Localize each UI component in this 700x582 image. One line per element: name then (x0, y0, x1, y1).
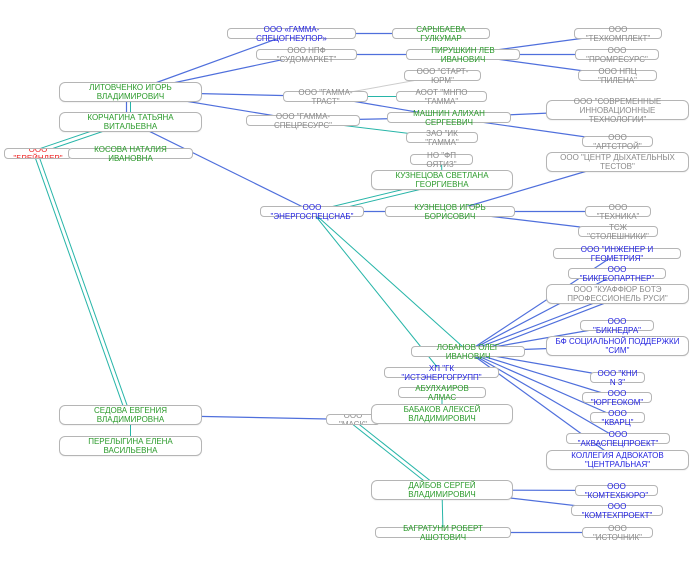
node-person-pirushkin[interactable]: ПИРУШКИН ЛЕВ ИВАНОВИЧ (406, 46, 520, 64)
node-company-sovr-innov[interactable]: ООО "СОВРЕМЕННЫЕ ИННОВАЦИОННЫЕ ТЕХНОЛОГИ… (546, 97, 689, 124)
node-company-komtekhbyuro[interactable]: ООО "КОМТЕХБЮРО" (575, 482, 658, 500)
node-company-pilena[interactable]: ООО НПЦ "ПИЛЕНА" (578, 67, 657, 85)
node-company-bikgeopartner[interactable]: ООО "БИКГЕОПАРТНЕР" (568, 265, 666, 283)
node-company-energospetssnab[interactable]: ООО "ЭНЕРГОСПЕЦСНАБ" (260, 203, 364, 221)
node-company-gamma-spetsogneupor[interactable]: ООО «ГАММА-СПЕЦОГНЕУПОР» (227, 25, 356, 43)
node-company-istochnik[interactable]: ООО "ИСТОЧНИК" (582, 524, 653, 542)
node-company-gamma-spetsresurs[interactable]: ООО "ГАММА-СПЕЦРЕСУРС" (246, 112, 360, 130)
edge-lobanov-akvaspetsproekt (467, 350, 619, 440)
node-person-sarybaeva[interactable]: САРЫБАЕВА ГУЛКУМАР (392, 25, 490, 43)
node-company-akvaspetsproekt[interactable]: ООО "АКВАСПЕЦПРОЕКТ" (566, 430, 670, 448)
node-person-kuznetsov[interactable]: КУЗНЕЦОВ ИГОРЬ БОРИСОВИЧ (385, 203, 515, 221)
node-company-kvarts[interactable]: ООО "КВАРЦ" (590, 409, 645, 427)
node-person-abulkhairov[interactable]: АБУЛХАИРОВ АЛМАС (398, 384, 486, 402)
edge-lobanov-kvarts (467, 350, 618, 419)
node-company-tekhnika[interactable]: ООО "ТЕХНИКА" (585, 203, 651, 221)
node-person-daibov[interactable]: ДАЙБОВ СЕРГЕЙ ВЛАДИМИРОВИЧ (371, 480, 513, 500)
edge-korchagina-energospetssnab (130, 121, 313, 213)
node-person-kuznetsova[interactable]: КУЗНЕЦОВА СВЕТЛАНА ГЕОРГИЕВНА (371, 170, 513, 190)
node-person-litovchenko[interactable]: ЛИТОВЧЕНКО ИГОРЬ ВЛАДИМИРОВИЧ (59, 82, 202, 102)
node-company-tsentr-dykh[interactable]: ООО "ЦЕНТР ДЫХАТЕЛЬНЫХ ТЕСТОВ" (546, 152, 689, 172)
edge-breinder-sedova (37, 153, 131, 416)
node-person-bagratuni[interactable]: БАГРАТУНИ РОБЕРТ АШОТОВИЧ (375, 524, 511, 542)
node-company-start-yurm[interactable]: ООО "СТАРТ-ЮРМ" (404, 67, 481, 85)
node-company-biknedra[interactable]: ООО "БИКНЕДРА" (580, 317, 654, 335)
node-company-kuaffyur[interactable]: ООО "КУАФФЮР БОТЭ ПРОФЕССИОНЕЛЬ РУСИ" (546, 284, 689, 304)
node-company-mnpo-gamma[interactable]: АООТ "МНПО "ГАММА" (396, 88, 487, 106)
edge-energospetssnab-istenergogrupp (311, 211, 442, 373)
edge-lobanov-yurgeokom (467, 350, 618, 399)
node-company-istenergogrupp[interactable]: ХП "ГК "ИСТЭНЕРГОГРУПП" (384, 364, 499, 382)
node-company-bf-sim[interactable]: БФ СОЦИАЛЬНОЙ ПОДДЕРЖКИ "СИМ" (546, 336, 689, 356)
edge-energospetssnab-lobanov (311, 211, 469, 352)
node-person-babakov[interactable]: БАБАКОВ АЛЕКСЕЙ ВЛАДИМИРОВИЧ (371, 404, 513, 424)
node-company-promresurs[interactable]: ООО "ПРОМРЕСУРС" (575, 46, 659, 64)
node-person-mashnin[interactable]: МАШНИН АЛИХАН СЕРГЕЕВИЧ (387, 109, 511, 127)
node-person-kosova[interactable]: КОСОВА НАТАЛИЯ ИВАНОВНА (68, 145, 193, 163)
edge-mask-daibov (352, 419, 443, 491)
node-company-komtekhproekt[interactable]: ООО "КОМТЕХПРОЕКТ" (571, 502, 663, 520)
node-company-tekhkomplekt[interactable]: ООО "ТЕХКОМПЛЕКТ" (574, 25, 662, 43)
node-company-yurgeokom[interactable]: ООО "ЮРГЕОКОМ" (582, 389, 652, 407)
node-company-kollegiya[interactable]: КОЛЛЕГИЯ АДВОКАТОВ "ЦЕНТРАЛЬНАЯ" (546, 450, 689, 470)
node-person-sedova[interactable]: СЕДОВА ЕВГЕНИЯ ВЛАДИМИРОВНА (59, 405, 202, 425)
node-company-fp-oyatiz[interactable]: НО "ФП ОЯТИЗ" (410, 151, 473, 169)
node-person-korchagina[interactable]: КОРЧАГИНА ТАТЬЯНА ВИТАЛЬЕВНА (59, 112, 202, 132)
node-company-inzhener[interactable]: ООО "ИНЖЕНЕР И ГЕОМЕТРИЯ" (553, 245, 681, 263)
node-company-kni3[interactable]: ООО "КНИ N 3" (590, 369, 645, 387)
node-person-perelygina[interactable]: ПЕРЕЛЫГИНА ЕЛЕНА ВАСИЛЬЕВНА (59, 436, 202, 456)
edge-lobanov-kuaffyur (469, 297, 620, 356)
edge-breinder-sedova (33, 154, 128, 417)
node-company-stoleshniki[interactable]: ТСЖ "СТОЛЕШНИКИ" (578, 223, 658, 241)
node-company-breinder[interactable]: ООО "БРЕЙНДЕР" (4, 148, 72, 159)
node-person-lobanov[interactable]: ЛОБАНОВ ОЛЕГ ИВАНОВИЧ (411, 343, 525, 361)
node-company-gamma-trast[interactable]: ООО "ГАММА-ТРАСТ" (283, 88, 368, 106)
node-company-ik-gamma[interactable]: ЗАО "ИК "ГАММА" (406, 129, 478, 147)
node-company-artstroy[interactable]: ООО "АРТСТРОЙ" (582, 133, 653, 151)
node-company-sudomarket[interactable]: ООО НПФ "СУДОМАРКЕТ" (256, 46, 357, 64)
